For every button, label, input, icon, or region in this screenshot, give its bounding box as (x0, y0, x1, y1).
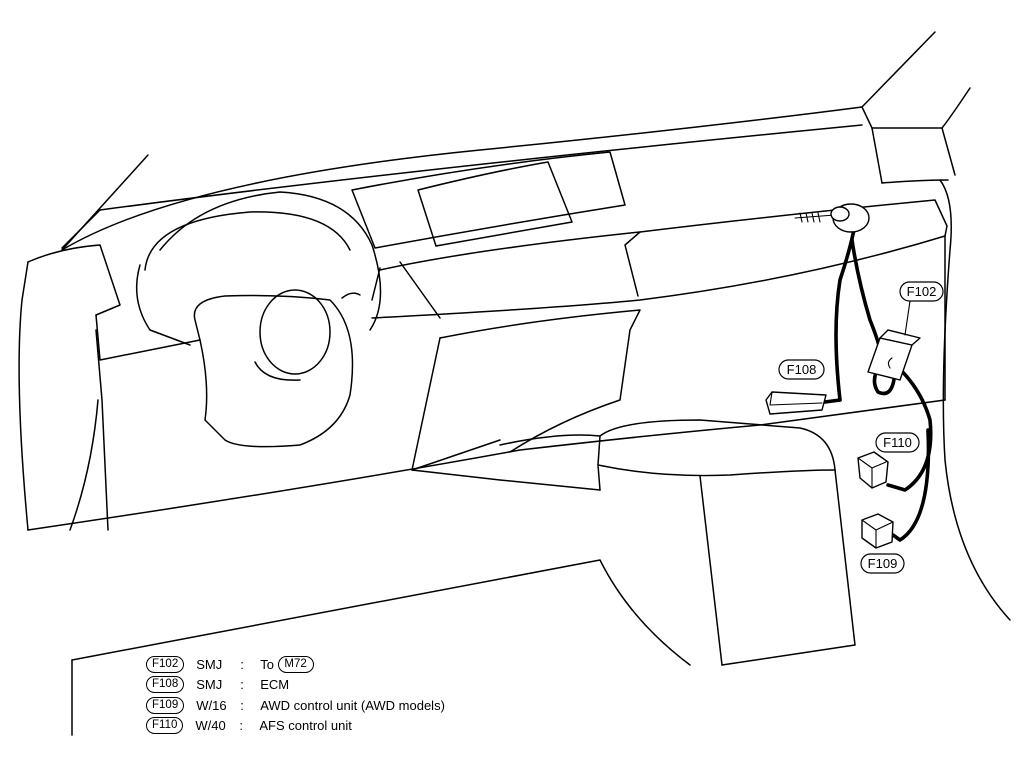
center-console (71, 419, 856, 736)
callout-f108-label: F108 (787, 362, 817, 377)
callout-f110: F110 (875, 432, 920, 453)
legend-connector: F109 (146, 696, 185, 714)
legend-target-connector: M72 (277, 655, 314, 673)
callout-f109-label: F109 (868, 556, 898, 571)
callout-f109: F109 (860, 553, 905, 574)
legend-separator: : (240, 697, 244, 713)
legend-description: AFS control unit (259, 718, 352, 734)
callout-f108: F108 (778, 359, 825, 380)
legend-harness: W/40 (195, 718, 226, 734)
legend-separator: : (239, 718, 243, 734)
connector-f110 (857, 451, 889, 489)
legend-row-f109: F109 W/16 : AWD control unit (AWD models… (146, 695, 445, 716)
legend-description: AWD control unit (AWD models) (260, 697, 445, 713)
callout-f102: F102 (899, 281, 944, 336)
connector-f109 (861, 513, 894, 549)
legend-row-f108: F108 SMJ : ECM (146, 675, 445, 696)
legend-separator: : (240, 656, 244, 672)
legend-separator: : (240, 677, 244, 693)
legend-connector: F110 (146, 717, 184, 735)
lower-dash (69, 309, 641, 531)
legend-harness: SMJ (196, 656, 223, 672)
center-display (351, 151, 626, 249)
legend-harness: W/16 (196, 697, 227, 713)
connector-legend: F102 SMJ : To M72 F108 SMJ : ECM F109 W/… (146, 654, 445, 736)
legend-prefix: To (260, 656, 274, 672)
steering-wheel (135, 191, 382, 448)
legend-connector: F108 (146, 676, 185, 694)
legend-harness: SMJ (196, 677, 223, 693)
connector-f102 (867, 329, 921, 381)
legend-description: ECM (260, 677, 290, 693)
grommet (830, 203, 870, 233)
connector-f108 (765, 391, 827, 415)
callout-f102-label: F102 (907, 284, 937, 299)
legend-connector: F102 (146, 655, 185, 673)
callout-f110-label: F110 (883, 435, 912, 450)
dashboard-outline (18, 124, 1011, 621)
legend-row-f102: F102 SMJ : To M72 (146, 654, 445, 675)
legend-row-f110: F110 W/40 : AFS control unit (146, 716, 445, 737)
